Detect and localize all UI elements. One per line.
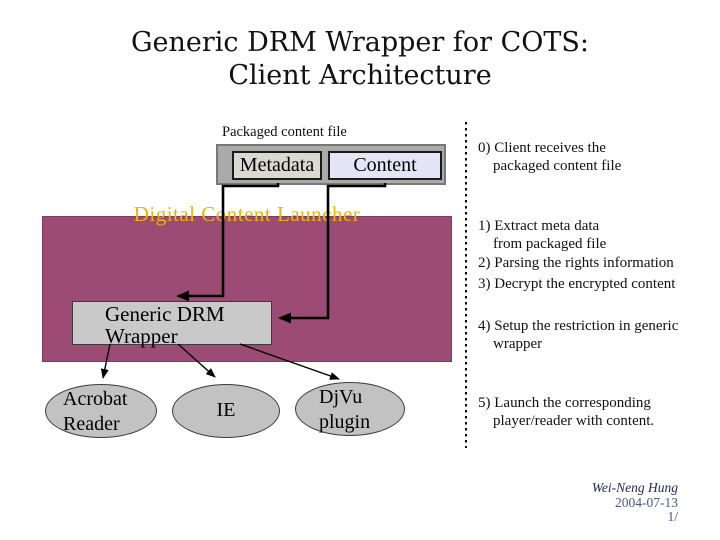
acrobat-label-line2: Reader — [63, 413, 120, 435]
djvu-label-line2: plugin — [319, 411, 371, 433]
slide-footer: Wei-Neng Hung 2004-07-13 1/ — [591, 480, 678, 525]
step-3-line1: 3) Decrypt the encrypted content — [478, 276, 676, 292]
step-4-line1: 4) Setup the restriction in generic — [478, 318, 679, 334]
djvu-label-line1: DjVu — [319, 386, 363, 408]
step-4-line2: wrapper — [493, 335, 543, 352]
wrapper-label-line1: Generic DRM — [105, 302, 225, 326]
step-item-4: 4) Setup the restriction in generic wrap… — [478, 318, 688, 353]
footer-date: 2004-07-13 — [615, 494, 678, 510]
wrapper-label-line2: Wrapper — [105, 324, 178, 348]
step-item-5: 5) Launch the corresponding player/reade… — [478, 395, 688, 430]
packaged-file-box: Metadata Content — [216, 144, 446, 185]
step-0-line2: packaged content file — [493, 157, 622, 174]
step-2-line1: 2) Parsing the rights information — [478, 255, 674, 271]
digital-content-launcher-label: Digital Content Launcher — [133, 202, 361, 226]
step-item-0: 0) Client receives the packaged content … — [478, 140, 688, 175]
step-0-line1: 0) Client receives the — [478, 140, 606, 156]
app-ellipse-djvu-plugin: DjVu plugin — [295, 382, 405, 436]
app-ellipse-acrobat-reader: Acrobat Reader — [45, 384, 157, 438]
slide-title-line1: Generic DRM Wrapper for COTS: — [130, 27, 590, 58]
metadata-box: Metadata — [232, 151, 322, 180]
slide-title: Generic DRM Wrapper for COTS: Client Arc… — [0, 26, 720, 92]
slide-title-line2: Client Architecture — [228, 60, 492, 91]
step-item-1: 1) Extract meta data from packaged file — [478, 218, 688, 253]
footer-author: Wei-Neng Hung — [591, 480, 678, 495]
step-1-line2: from packaged file — [493, 235, 607, 252]
acrobat-label-line1: Acrobat — [63, 388, 128, 410]
step-5-line1: 5) Launch the corresponding — [478, 395, 651, 411]
ie-label: IE — [216, 399, 236, 421]
generic-drm-wrapper-box: Generic DRM Wrapper — [72, 301, 272, 348]
packaged-file-label: Packaged content file — [222, 124, 347, 140]
step-5-line2: player/reader with content. — [493, 412, 655, 429]
app-ellipse-ie: IE — [172, 384, 280, 438]
step-1-line1: 1) Extract meta data — [478, 218, 600, 234]
step-item-2: 2) Parsing the rights information — [478, 255, 688, 273]
step-item-3: 3) Decrypt the encrypted content — [478, 276, 688, 294]
footer-page-number: 1/ — [667, 509, 678, 524]
content-box: Content — [328, 151, 442, 180]
